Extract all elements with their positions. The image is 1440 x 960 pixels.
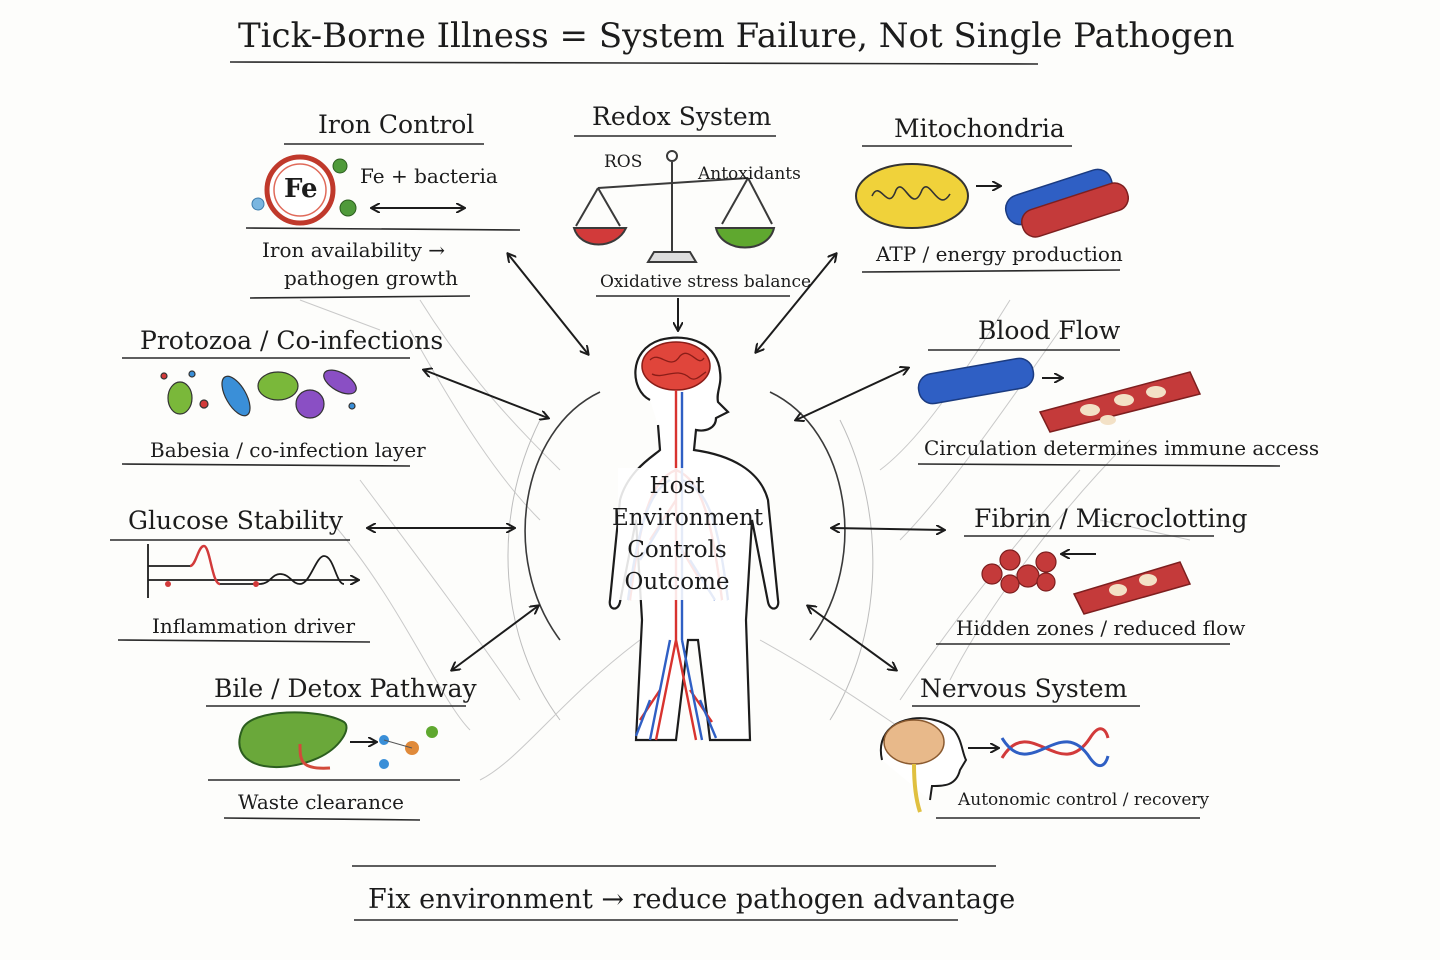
glucose-title: Glucose Stability bbox=[128, 506, 343, 535]
glucose-spike-chart-icon bbox=[147, 544, 358, 598]
dna-icon bbox=[1000, 727, 1110, 768]
arrow-nervous bbox=[808, 606, 896, 670]
redox-antioxidant-label: Antoxidants bbox=[698, 164, 801, 184]
brain-icon bbox=[641, 341, 711, 391]
arrow-fibrin bbox=[832, 528, 944, 530]
mitochondrion-icon bbox=[855, 163, 969, 229]
fe-circle-icon bbox=[264, 154, 336, 226]
fibrin-caption: Hidden zones / reduced flow bbox=[956, 616, 1246, 640]
center-line-2: Environment bbox=[612, 505, 764, 531]
connector-arrows bbox=[368, 254, 944, 670]
footer-text: Fix environment → reduce pathogen advant… bbox=[368, 884, 1016, 915]
nervous-title: Nervous System bbox=[920, 674, 1128, 703]
fibrin-title: Fibrin / Microclotting bbox=[974, 504, 1248, 533]
nervous-caption: Autonomic control / recovery bbox=[958, 790, 1210, 810]
human-body-figure bbox=[608, 336, 780, 742]
iron-caption-line-2: pathogen growth bbox=[284, 266, 459, 290]
protozoa-title: Protozoa / Co-infections bbox=[140, 326, 444, 355]
fe-symbol: Fe bbox=[284, 174, 318, 204]
glucose-caption: Inflammation driver bbox=[152, 614, 356, 638]
bile-caption: Waste clearance bbox=[238, 790, 404, 814]
balance-scale-icon bbox=[572, 150, 776, 263]
toxin-particles-icon bbox=[350, 726, 438, 769]
brain-head-icon bbox=[879, 717, 968, 813]
arrow-iron bbox=[508, 254, 588, 354]
iron-caption-line-1: Iron availability → bbox=[262, 238, 446, 262]
redox-ros-label: ROS bbox=[604, 152, 643, 172]
blood-title: Blood Flow bbox=[978, 316, 1121, 345]
center-label: Host Environment Controls Outcome bbox=[612, 470, 764, 598]
mito-title: Mitochondria bbox=[894, 114, 1065, 143]
microbes-icon bbox=[160, 369, 357, 419]
blood-flow-vessel-icon bbox=[917, 357, 1035, 405]
protozoa-caption: Babesia / co-infection layer bbox=[150, 438, 426, 462]
iron-title: Iron Control bbox=[318, 110, 475, 139]
clot-icon bbox=[981, 549, 1057, 594]
center-line-1: Host bbox=[649, 473, 705, 499]
diagram-title: Tick-Borne Illness = System Failure, Not… bbox=[238, 16, 1235, 56]
arrow-bile bbox=[452, 606, 538, 670]
center-line-3: Controls bbox=[627, 537, 727, 563]
center-line-4: Outcome bbox=[624, 569, 730, 595]
liver-icon bbox=[238, 711, 348, 770]
mito-caption: ATP / energy production bbox=[876, 242, 1123, 266]
blood-cells-icon bbox=[1038, 371, 1202, 433]
underlines bbox=[110, 61, 1281, 921]
bacteria-icon bbox=[251, 158, 357, 217]
blood-caption: Circulation determines immune access bbox=[924, 436, 1320, 460]
iron-annotation: Fe + bacteria bbox=[360, 164, 498, 188]
blood-vessel-icon bbox=[1004, 168, 1130, 238]
fibrin-vessel-icon bbox=[1072, 561, 1192, 615]
arrow-mito bbox=[756, 254, 836, 352]
bile-title: Bile / Detox Pathway bbox=[214, 674, 477, 703]
redox-title: Redox System bbox=[592, 102, 772, 131]
arrow-protozoa bbox=[424, 370, 548, 418]
arrow-blood bbox=[796, 368, 908, 420]
redox-caption: Oxidative stress balance bbox=[600, 272, 812, 292]
